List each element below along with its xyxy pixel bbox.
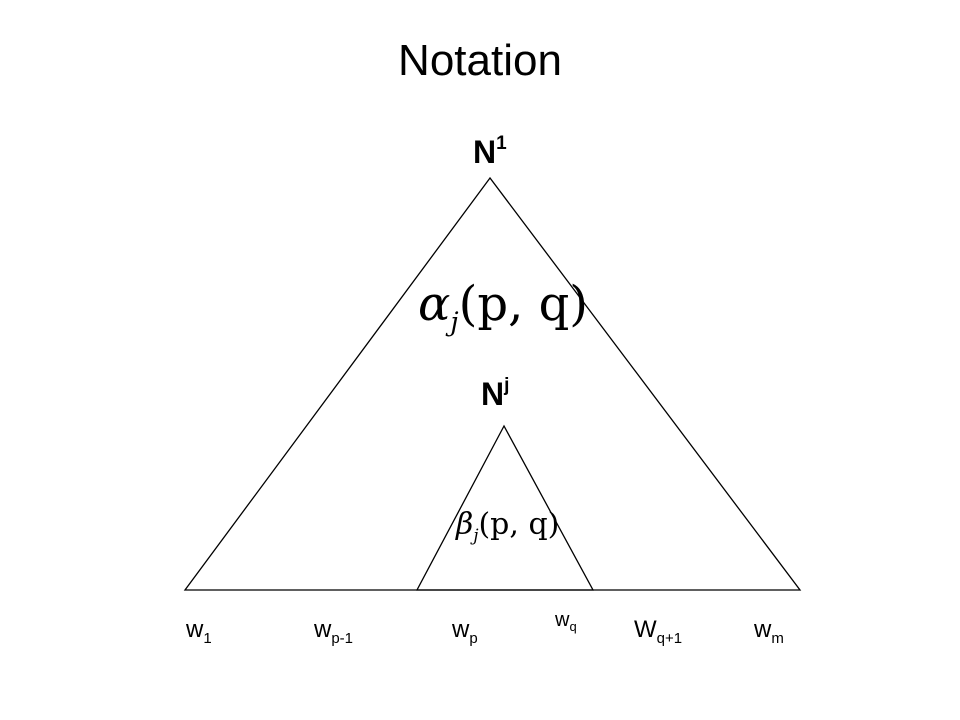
leaf-wq: wq: [555, 609, 577, 633]
leaf-base: w: [186, 616, 204, 643]
beta-subscript: j: [473, 526, 479, 545]
leaf-base: W: [634, 616, 657, 643]
slide-title: Notation: [398, 36, 562, 85]
leaf-subscript: 1: [203, 629, 212, 647]
beta-arguments: (p, q): [478, 507, 560, 542]
inner-node-label: Nj: [481, 375, 510, 412]
inner-node-symbol: N: [481, 376, 505, 412]
leaf-wq+1: Wq+1: [634, 616, 682, 646]
leaf-w1: w1: [186, 616, 212, 646]
root-node-superscript: 1: [496, 133, 507, 155]
leaf-base: w: [555, 609, 570, 631]
inside-probability-formula: βj(p, q): [456, 507, 560, 544]
leaf-subscript: p-1: [331, 629, 354, 647]
root-node-symbol: N: [473, 134, 497, 170]
outside-probability-formula: αj(p, q): [418, 280, 588, 335]
leaf-subscript: q+1: [656, 629, 683, 647]
alpha-symbol: α: [418, 276, 451, 332]
leaf-wp: wp: [452, 616, 478, 646]
leaf-base: w: [452, 616, 470, 643]
inner-triangle: [415, 424, 595, 591]
inner-node-superscript: j: [504, 375, 510, 397]
alpha-arguments: (p, q): [458, 276, 589, 332]
leaf-base: w: [314, 616, 332, 643]
alpha-subscript: j: [450, 306, 459, 338]
root-node-label: N1: [473, 133, 507, 170]
leaf-subscript: m: [771, 629, 784, 647]
leaf-wp-1: wp-1: [314, 616, 353, 646]
leaf-subscript: p: [469, 629, 478, 647]
leaf-base: w: [754, 616, 772, 643]
beta-symbol: β: [456, 507, 474, 542]
leaf-subscript: q: [569, 619, 577, 634]
leaf-wm: wm: [754, 616, 784, 646]
